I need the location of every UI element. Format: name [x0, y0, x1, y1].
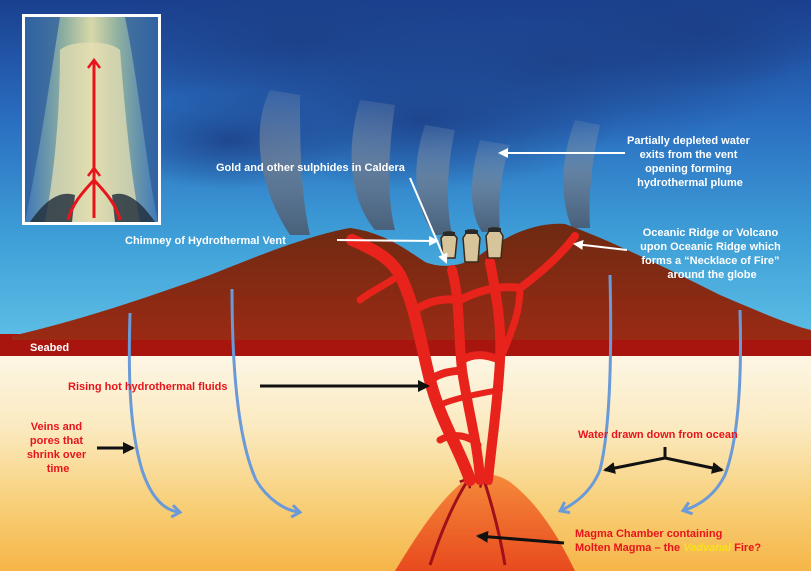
plume-label-line-4: hydrothermal plume [637, 177, 743, 189]
gold-sulphides-label: Gold and other sulphides in Caldera [216, 162, 406, 174]
veins-label-line-1: Veins and [31, 421, 82, 433]
plume-label-line-3: opening forming [645, 163, 732, 175]
veins-label-line-4: time [47, 463, 70, 475]
seabed-label: Seabed [30, 342, 69, 354]
magma-label-suffix: Fire? [731, 542, 761, 554]
plume-label-line-1: Partially depleted water [627, 135, 751, 147]
veins-label-line-2: pores that [30, 435, 84, 447]
magma-label-line-1: Magma Chamber containing [575, 528, 722, 540]
magma-label-line-2-prefix: Molten Magma – the [575, 542, 683, 554]
veins-label-line-3: shrink over [27, 449, 87, 461]
plume-label-line-2: exits from the vent [640, 149, 738, 161]
ridge-label-line-3: forms a “Necklace of Fire” [641, 255, 779, 267]
vent-inset-image [22, 14, 161, 225]
vent-chimneys [441, 228, 503, 262]
ridge-label-line-4: around the globe [667, 269, 756, 281]
magma-label-emphasis: Vadvanal [683, 542, 732, 554]
ridge-label-line-2: upon Oceanic Ridge which [640, 241, 781, 253]
water-drawn-label: Water drawn down from ocean [578, 429, 738, 441]
chimney-label: Chimney of Hydrothermal Vent [125, 235, 286, 247]
ridge-label-line-1: Oceanic Ridge or Volcano [643, 227, 779, 239]
rising-fluids-label: Rising hot hydrothermal fluids [68, 381, 228, 393]
